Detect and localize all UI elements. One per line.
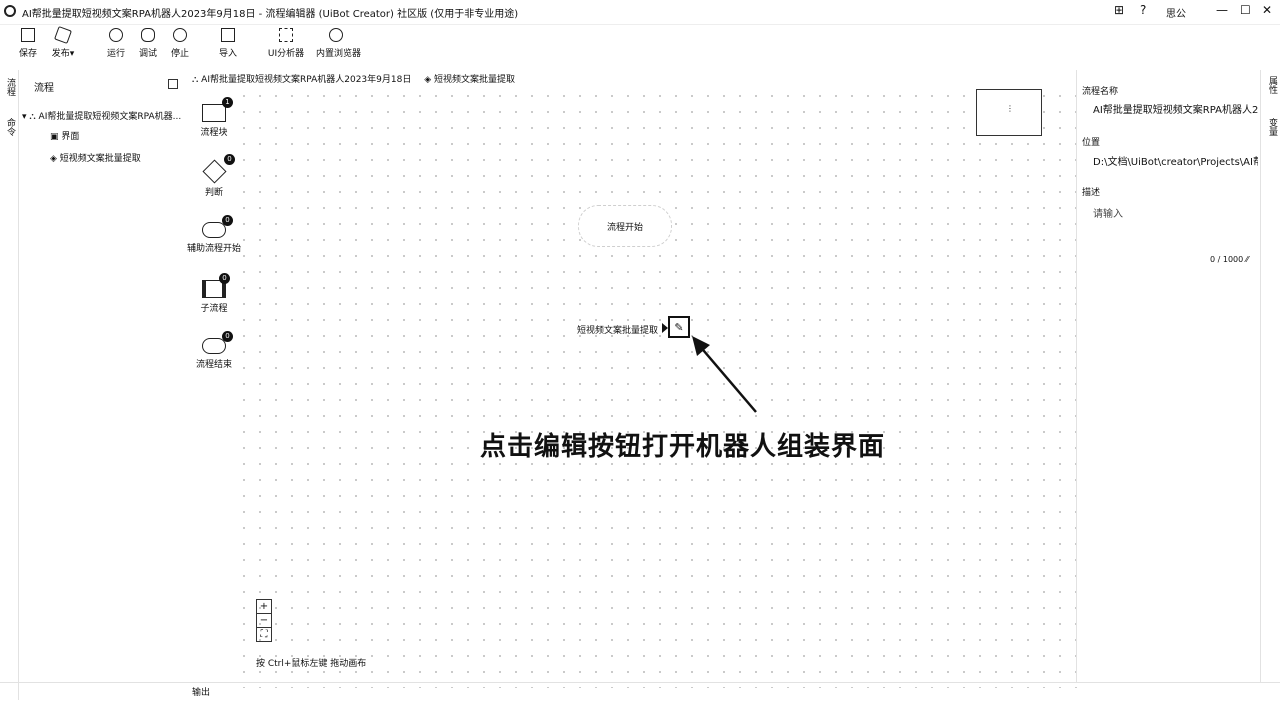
block-node-label: 短视频文案批量提取	[577, 326, 659, 336]
diamond-icon: 0	[202, 154, 235, 184]
run-button[interactable]: 运行	[96, 28, 136, 59]
user-menu[interactable]: 思公	[1166, 9, 1186, 20]
tab-variables[interactable]: 变量	[1267, 118, 1277, 136]
edit-block-button[interactable]: ✎	[668, 316, 690, 338]
left-divider	[18, 70, 19, 700]
save-button[interactable]: 保存	[8, 28, 48, 59]
close-button[interactable]: ✕	[1262, 3, 1273, 17]
flow-name-label: 流程名称	[1082, 87, 1119, 97]
window-icon: ▣	[50, 132, 62, 142]
browser-icon	[329, 28, 343, 42]
play-icon	[109, 28, 123, 42]
edit-icon: ✎	[674, 320, 684, 334]
tree-header: 流程	[34, 83, 54, 94]
tree-root[interactable]: ▾ ⛬ AI帮批量提取短视频文案RPA机器...	[22, 112, 182, 122]
import-button[interactable]: 导入	[208, 28, 248, 59]
tab-output[interactable]: 输出	[192, 688, 211, 698]
grid-icon[interactable]: ⊞	[1114, 3, 1125, 17]
tab-properties[interactable]: 属性	[1267, 76, 1277, 94]
stop-button[interactable]: 停止	[160, 28, 200, 59]
palette-flow-end[interactable]: 0 流程结束	[195, 331, 233, 370]
tab-commands[interactable]: 命令	[5, 118, 15, 136]
right-tab-divider	[1260, 70, 1261, 682]
minimap[interactable]: ⋮	[976, 89, 1042, 136]
description-field[interactable]: 请输入	[1093, 209, 1123, 220]
collapse-panel-icon[interactable]	[168, 79, 178, 89]
end-shape-icon: 0	[202, 331, 233, 354]
annotation-arrow	[692, 336, 757, 413]
flow-icon: ⛬	[192, 75, 202, 85]
layers-icon: ◈	[424, 75, 434, 85]
debug-button[interactable]: 调试	[128, 28, 168, 59]
fit-view-button[interactable]: ⛶	[260, 629, 268, 640]
right-divider	[1076, 70, 1077, 682]
start-node[interactable]: 流程开始	[578, 205, 672, 247]
stop-icon	[173, 28, 187, 42]
bottom-bar	[0, 682, 1280, 701]
layers-icon: ◈	[50, 154, 60, 164]
minimap-node-icon: ⋮	[1006, 104, 1014, 113]
publish-button[interactable]: 发布▾	[43, 26, 83, 59]
maximize-button[interactable]: ☐	[1240, 3, 1251, 17]
tab-flow[interactable]: 流程	[5, 78, 15, 96]
minimize-button[interactable]: —	[1216, 3, 1228, 17]
count-badge: 0	[224, 154, 235, 165]
resize-handle-icon[interactable]: ⁄⁄	[1245, 255, 1249, 264]
subflow-shape-icon: 0	[202, 273, 230, 298]
app-logo-icon	[4, 5, 16, 17]
title-bar: AI帮批量提取短视频文案RPA机器人2023年9月18日 - 流程编辑器 (Ui…	[0, 0, 1280, 25]
tree-item-flow[interactable]: ◈ 短视频文案批量提取	[50, 154, 141, 164]
analyzer-icon	[279, 28, 293, 42]
palette-flow-block[interactable]: 1 流程块	[184, 97, 244, 138]
folder-icon	[221, 28, 235, 42]
zoom-controls: + − ⛶	[256, 599, 272, 642]
count-badge: 1	[222, 97, 233, 108]
breadcrumb-project[interactable]: AI帮批量提取短视频文案RPA机器人2023年9月18日	[201, 75, 412, 85]
tree-item-ui[interactable]: ▣ 界面	[50, 132, 80, 142]
annotation-text: 点击编辑按钮打开机器人组装界面	[480, 432, 886, 462]
location-field[interactable]: D:\文档\UiBot\creator\Projects\AI帮	[1093, 157, 1258, 168]
zoom-out-button[interactable]: −	[257, 614, 271, 628]
bug-icon	[141, 28, 155, 42]
palette-aux-start[interactable]: 0 辅助流程开始	[186, 215, 241, 254]
count-badge: 0	[222, 331, 233, 342]
count-badge: 0	[219, 273, 230, 284]
zoom-in-button[interactable]: +	[257, 600, 271, 614]
expand-arrow-icon: ▾ ⛬	[22, 112, 39, 122]
window-title: AI帮批量提取短视频文案RPA机器人2023年9月18日 - 流程编辑器 (Ui…	[22, 9, 519, 20]
save-icon	[21, 28, 35, 42]
block-shape-icon: 1	[202, 97, 233, 122]
description-label: 描述	[1082, 188, 1101, 198]
builtin-browser-button[interactable]: 内置浏览器	[316, 28, 361, 59]
char-counter: 0 / 1000 ⁄⁄	[1210, 255, 1249, 264]
count-badge: 0	[222, 215, 233, 226]
breadcrumb: ⛬ AI帮批量提取短视频文案RPA机器人2023年9月18日 ◈ 短视频文案批量…	[192, 72, 515, 85]
ui-analyzer-button[interactable]: UI分析器	[266, 28, 306, 59]
flow-canvas[interactable]	[236, 88, 1082, 688]
canvas-hint: 按 Ctrl+鼠标左键 拖动画布	[256, 659, 367, 669]
flow-name-field[interactable]: AI帮批量提取短视频文案RPA机器人2	[1093, 105, 1258, 116]
location-label: 位置	[1082, 138, 1101, 148]
rounded-shape-icon: 0	[202, 215, 233, 238]
send-icon	[54, 26, 72, 44]
breadcrumb-flow[interactable]: 短视频文案批量提取	[434, 75, 516, 85]
help-icon[interactable]: ?	[1140, 3, 1147, 17]
palette-decision[interactable]: 0 判断	[184, 154, 244, 198]
connector-arrow-icon	[662, 323, 668, 333]
palette-subflow[interactable]: 0 子流程	[184, 273, 244, 314]
